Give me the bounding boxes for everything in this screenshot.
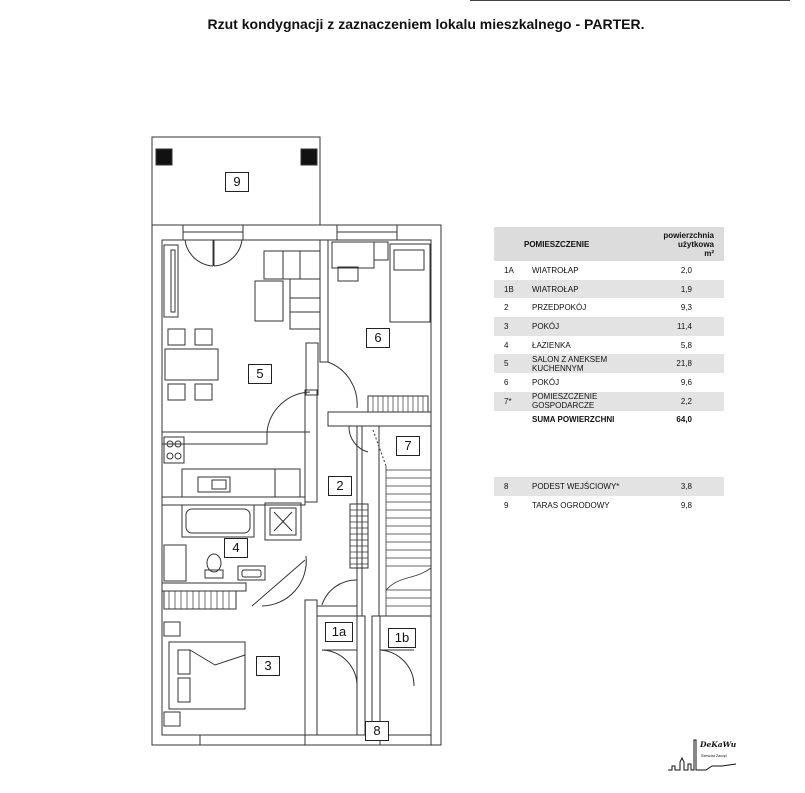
header-area-unit: m² — [704, 248, 714, 258]
header-area-line2: użytkowa — [677, 239, 714, 249]
table-total-row: SUMA POWIERZCHNI 64,0 — [494, 411, 724, 430]
row-num: 3 — [494, 317, 528, 336]
total-name: SUMA POWIERZCHNI — [532, 415, 615, 425]
page-title: Rzut kondygnacji z zaznaczeniem lokalu m… — [207, 16, 645, 32]
row-num: 1A — [504, 265, 514, 275]
row-area: 3,8 — [658, 477, 724, 496]
table-row: 8 PODEST WEJŚCIOWY* 3,8 — [494, 477, 724, 496]
row-name: ŁAZIENKA — [532, 340, 571, 350]
room-label-4: 4 — [224, 538, 248, 558]
room-label-9: 9 — [225, 172, 249, 192]
row-num: 8 — [494, 477, 528, 496]
table-row: 7* POMIESZCZENIE GOSPODARCZE 2,2 — [494, 391, 724, 411]
row-area: 9,6 — [680, 377, 692, 387]
room-label-7: 7 — [396, 436, 420, 456]
table-row: 5 SALON Z ANEKSEM KUCHENNYM 21,8 — [494, 354, 724, 374]
table-gap — [494, 429, 724, 478]
row-area: 1,9 — [658, 279, 724, 299]
row-area: 5,8 — [680, 340, 692, 350]
room-label-1a: 1a — [325, 622, 353, 642]
terrace-post-right — [300, 148, 318, 166]
room-label-2: 2 — [328, 476, 352, 496]
row-num: 1B — [494, 279, 528, 299]
room-label-8: 8 — [365, 721, 389, 741]
row-num: 4 — [504, 340, 509, 350]
row-name: WIATROŁAP — [532, 265, 579, 275]
table-row: 6 POKÓJ 9,6 — [494, 373, 724, 392]
terrace-post-left — [155, 148, 173, 166]
row-num: 5 — [494, 354, 528, 374]
row-name: POMIESZCZENIE GOSPODARCZE — [528, 391, 658, 411]
header-area: powierzchnia użytkowa m² — [658, 227, 724, 261]
header-room: POMIESZCZENIE — [494, 227, 658, 261]
row-name: PODEST WEJŚCIOWY* — [528, 477, 658, 496]
row-area: 11,4 — [658, 317, 724, 336]
row-name: POKÓJ — [528, 317, 658, 336]
row-name: PRZEDPOKÓJ — [532, 303, 587, 313]
table-row: 1A WIATROŁAP 2,0 — [494, 261, 724, 280]
row-area: 9,3 — [680, 303, 692, 313]
row-area: 21,8 — [658, 354, 724, 374]
header-area-line1: powierzchnia — [663, 230, 714, 240]
table-row: 1B WIATROŁAP 1,9 — [494, 279, 724, 299]
room-label-1b: 1b — [388, 628, 416, 648]
row-area: 9,8 — [680, 500, 692, 510]
room-label-3: 3 — [256, 656, 280, 676]
row-num: 2 — [504, 303, 509, 313]
table-row: 2 PRZEDPOKÓJ 9,3 — [494, 298, 724, 317]
row-num: 9 — [504, 500, 509, 510]
table-row: 4 ŁAZIENKA 5,8 — [494, 336, 724, 355]
row-name: WIATROŁAP — [528, 279, 658, 299]
logo-subtitle: Rzeszów Zaczęł — [701, 754, 727, 758]
row-area: 2,0 — [680, 265, 692, 275]
top-rule — [470, 0, 790, 3]
row-area: 2,2 — [658, 391, 724, 411]
row-num: 6 — [504, 377, 509, 387]
row-num: 7* — [494, 391, 528, 411]
developer-logo-icon — [668, 739, 737, 771]
table-header: POMIESZCZENIE powierzchnia użytkowa m² — [494, 227, 724, 261]
table-row: 3 POKÓJ 11,4 — [494, 317, 724, 336]
room-label-6: 6 — [366, 328, 390, 348]
row-name: TARAS OGRODOWY — [532, 500, 610, 510]
row-name: SALON Z ANEKSEM KUCHENNYM — [528, 354, 658, 374]
logo-text: DeKaWu — [700, 740, 737, 749]
total-area: 64,0 — [676, 415, 692, 425]
room-area-table: POMIESZCZENIE powierzchnia użytkowa m² 1… — [494, 227, 724, 515]
row-name: POKÓJ — [532, 377, 560, 387]
room-label-5: 5 — [248, 364, 272, 384]
table-row: 9 TARAS OGRODOWY 9,8 — [494, 496, 724, 515]
